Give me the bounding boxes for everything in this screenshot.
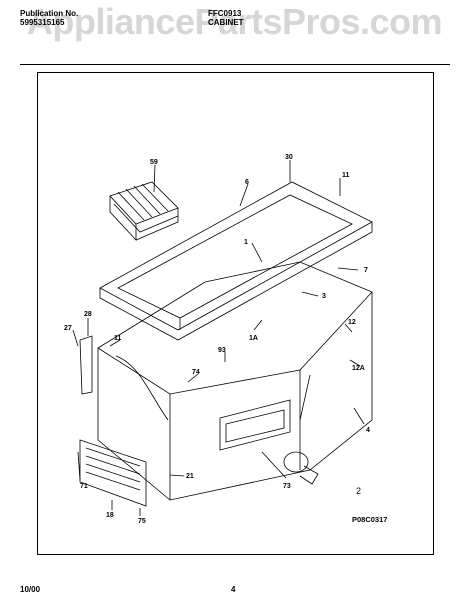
footer-date: 10/00 [20, 585, 41, 594]
callout-3: 3 [322, 293, 326, 300]
leader-lines [72, 160, 365, 516]
model-number: FFC0913 [208, 9, 242, 18]
diagram-frame [37, 72, 434, 555]
callout-1: 1 [244, 239, 248, 246]
watermark-text: AppliancePartsPros.com [26, 1, 443, 42]
model-info: FFC0913 CABINET [208, 9, 244, 27]
front-grille [79, 439, 147, 507]
callout-21: 21 [186, 473, 194, 480]
callout-labels: 59 30 6 11 1 7 3 28 27 11 1A 93 12 12A 7… [64, 154, 387, 525]
callout-75: 75 [138, 518, 146, 525]
callout-12a: 12A [352, 365, 365, 372]
lid-frame [99, 181, 373, 341]
drain-plug [283, 451, 319, 485]
cabinet-body [97, 261, 373, 501]
callout-1a: 1A [249, 335, 258, 342]
callout-4: 4 [366, 427, 370, 434]
callout-30: 30 [285, 154, 293, 161]
callout-73: 73 [283, 483, 291, 490]
diagram-code: P08C0317 [352, 515, 387, 524]
callout-18: 18 [106, 512, 114, 519]
header-rule [20, 64, 450, 65]
storage-basket [109, 181, 179, 242]
hinge-bracket [79, 335, 93, 395]
publication-label: Publication No. [20, 9, 79, 18]
callout-93: 93 [218, 347, 226, 354]
callout-71: 71 [80, 483, 88, 490]
footer-page-number: 4 [231, 585, 236, 594]
publication-info: Publication No. 5995315165 [20, 9, 78, 27]
callout-11-side: 11 [114, 335, 122, 342]
callout-74: 74 [192, 369, 200, 376]
section-title: CABINET [208, 18, 244, 27]
callout-2: 2 [356, 486, 361, 496]
callout-11-top: 11 [342, 172, 350, 179]
callout-59: 59 [150, 159, 158, 166]
nameplate [219, 399, 291, 451]
publication-number: 5995315165 [20, 18, 65, 27]
callout-27: 27 [64, 325, 72, 332]
callout-28: 28 [84, 311, 92, 318]
callout-6: 6 [245, 179, 249, 186]
callout-12: 12 [348, 319, 356, 326]
callout-7: 7 [364, 267, 368, 274]
